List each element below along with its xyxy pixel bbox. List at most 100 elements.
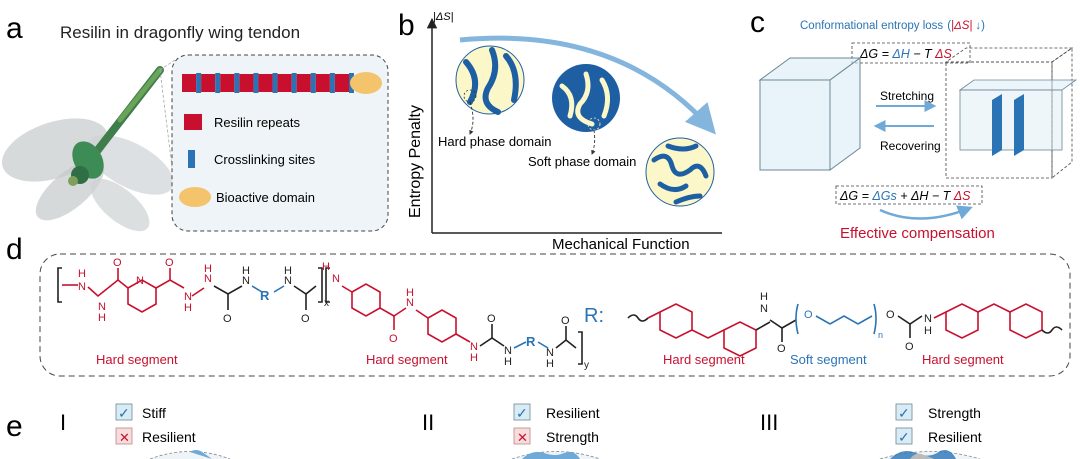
header-symbol: |ΔS| bbox=[951, 20, 972, 32]
atom-label: N bbox=[924, 313, 932, 325]
subscript-y: y bbox=[584, 360, 589, 371]
compensation-label: Effective compensation bbox=[840, 225, 995, 242]
atom-label: N bbox=[406, 297, 414, 309]
check-icon: ✓ bbox=[898, 429, 910, 445]
atom-label: H bbox=[322, 261, 330, 273]
check-box-icon bbox=[513, 403, 531, 421]
group-numeral: II bbox=[422, 410, 434, 435]
panel-c-header: Conformational entropy loss(|ΔS|↓) bbox=[800, 20, 985, 32]
atom-label: O bbox=[113, 257, 122, 269]
atom-label: O bbox=[804, 309, 813, 321]
check-box-icon bbox=[895, 427, 913, 445]
segment-label: Hard segment bbox=[366, 352, 448, 367]
atom-label: O bbox=[487, 313, 496, 325]
check-icon: ✓ bbox=[516, 405, 528, 421]
r-atom: R bbox=[526, 334, 536, 349]
atom-label: N bbox=[98, 301, 106, 313]
panel-letter-c: c bbox=[750, 6, 765, 39]
cross-box-icon bbox=[115, 427, 133, 445]
resilin-repeat-block bbox=[182, 74, 197, 92]
atom-label: H bbox=[184, 302, 192, 314]
panel-letter-a: a bbox=[6, 12, 23, 45]
annotation-label: Soft phase domain bbox=[528, 154, 636, 169]
crosslinking-site bbox=[196, 73, 202, 93]
atom-label: O bbox=[301, 313, 310, 325]
eq-bottom-prefix: ΔG = bbox=[839, 189, 872, 203]
atom-label: H bbox=[204, 263, 212, 275]
panel-c: c Conformational entropy loss(|ΔS|↓) ΔG … bbox=[750, 6, 1078, 242]
phase-domain-circle bbox=[645, 137, 715, 207]
eq-top-mid: − T bbox=[910, 47, 935, 61]
group-numeral: III bbox=[760, 410, 778, 435]
y-axis-symbol: |ΔS| bbox=[433, 11, 454, 23]
atom-label: H bbox=[78, 268, 86, 280]
r-legend: R: bbox=[584, 305, 604, 327]
eq-top-ds: ΔS bbox=[934, 47, 952, 61]
resilin-repeat-block bbox=[334, 74, 349, 92]
polymer-structure: H N N H O N O N H N H O N H R bbox=[57, 257, 589, 371]
equation-top: ΔG = ΔH − T ΔS bbox=[859, 47, 953, 61]
resilin-repeat-block bbox=[201, 74, 216, 92]
bioactive-domain-icon bbox=[350, 72, 382, 94]
resilin-repeat-block bbox=[220, 74, 235, 92]
crosslinking-site bbox=[272, 73, 278, 93]
segment-label: Soft segment bbox=[790, 352, 867, 367]
resilin-repeat-block bbox=[315, 74, 330, 92]
stretch-label: Stretching bbox=[880, 89, 934, 103]
panel-a: a Resilin in dragonfly wing tendon Resil… bbox=[1, 12, 389, 232]
crosslinking-site bbox=[215, 73, 221, 93]
header-text: Conformational entropy loss bbox=[800, 20, 943, 32]
panel-a-title: Resilin in dragonfly wing tendon bbox=[60, 23, 300, 42]
atom-label: N bbox=[470, 341, 478, 353]
eq-bottom-dgs: ΔGs bbox=[871, 189, 896, 203]
crosslinking-site bbox=[329, 73, 335, 93]
recover-label: Recovering bbox=[880, 139, 941, 153]
property-label: Stiff bbox=[142, 405, 166, 421]
blue-bar-icon bbox=[188, 150, 195, 168]
property-label: Resilient bbox=[546, 405, 600, 421]
cross-icon: ✕ bbox=[517, 430, 528, 445]
cross-box-icon bbox=[513, 427, 531, 445]
eq-bottom-mid: + ΔH − T bbox=[897, 189, 954, 203]
resilin-repeat-block bbox=[296, 74, 311, 92]
resilin-legend-box bbox=[171, 54, 389, 232]
atom-label: O bbox=[905, 341, 914, 353]
resilin-chain bbox=[182, 73, 354, 93]
panel-letter-b: b bbox=[398, 9, 415, 42]
eq-bottom-ds: ΔS bbox=[953, 189, 971, 203]
stretched-cube-icon bbox=[944, 47, 1078, 179]
eq-top-dh: ΔH bbox=[891, 47, 910, 61]
panel-d: d H N N H O N O N H N H bbox=[6, 233, 1071, 377]
atom-label: H bbox=[470, 352, 478, 364]
check-icon: ✓ bbox=[898, 405, 910, 421]
trend-arrow bbox=[459, 35, 716, 135]
atom-label: H bbox=[546, 358, 554, 370]
property-label: Resilient bbox=[142, 429, 196, 445]
relaxed-cube-icon bbox=[758, 57, 862, 171]
atom-label: N bbox=[204, 273, 212, 285]
atom-label: H bbox=[924, 325, 932, 337]
atom-label: N bbox=[284, 275, 292, 287]
group-numeral: I bbox=[60, 410, 66, 435]
legend-label: Crosslinking sites bbox=[214, 152, 316, 167]
structure-box bbox=[39, 253, 1071, 377]
red-rectangle-icon bbox=[184, 114, 202, 130]
atom-label: H bbox=[504, 356, 512, 368]
resilin-repeat-block bbox=[277, 74, 292, 92]
property-label: Strength bbox=[928, 405, 981, 421]
segment-label: Hard segment bbox=[663, 352, 745, 367]
atom-label: O bbox=[561, 315, 570, 327]
crosslinking-site bbox=[253, 73, 259, 93]
atom-label: N bbox=[504, 345, 512, 357]
atom-label: H bbox=[760, 291, 768, 303]
atom-label: O bbox=[886, 309, 895, 321]
atom-label: O bbox=[223, 313, 232, 325]
cross-icon: ✕ bbox=[119, 430, 130, 445]
atom-label: H bbox=[284, 265, 292, 277]
check-icon: ✓ bbox=[118, 405, 130, 421]
legend-label: Resilin repeats bbox=[214, 115, 300, 130]
atom-label: N bbox=[136, 275, 144, 287]
property-label: Strength bbox=[546, 429, 599, 445]
panel-letter-d: d bbox=[6, 233, 23, 266]
